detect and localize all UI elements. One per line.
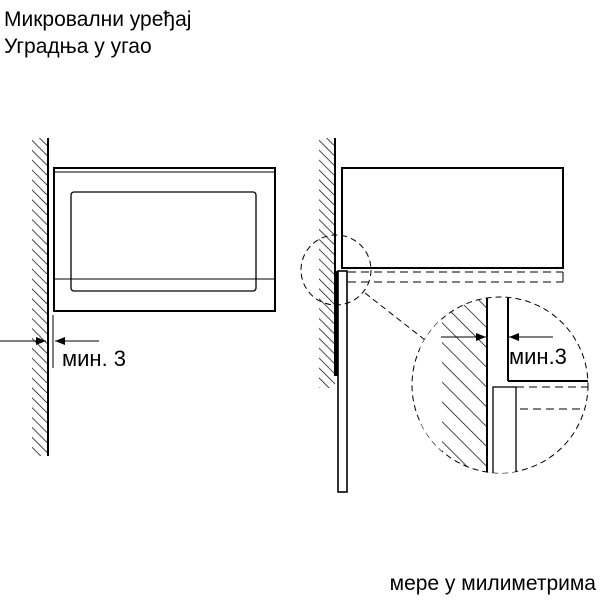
side-panel-detail [492, 386, 517, 473]
wall-hatching-detail [440, 297, 487, 473]
units-note: мере у милиметрима [390, 572, 597, 595]
right-figure: мин.3 [300, 138, 589, 493]
detail-view: мин.3 [411, 296, 589, 474]
side-panel [337, 270, 348, 493]
title-line-2: Уградња у угао [4, 35, 152, 58]
dimension-label: мин. 3 [62, 346, 126, 371]
wall-hatching [319, 138, 335, 388]
wall-hatching [32, 138, 48, 456]
microwave-door-window [70, 191, 257, 292]
dimension-min-3-left: мин. 3 [0, 315, 126, 371]
dimension-label: мин.3 [509, 344, 567, 369]
microwave-top-view [341, 167, 564, 269]
left-figure: мин. 3 [0, 138, 276, 456]
panel-edge [334, 271, 338, 376]
cabinet-shelf-dashed [348, 271, 564, 283]
detail-marker-circle [300, 234, 372, 306]
title-line-1: Микровални уређај [4, 8, 191, 31]
detail-leader-line [364, 292, 426, 341]
microwave-front [53, 167, 276, 312]
